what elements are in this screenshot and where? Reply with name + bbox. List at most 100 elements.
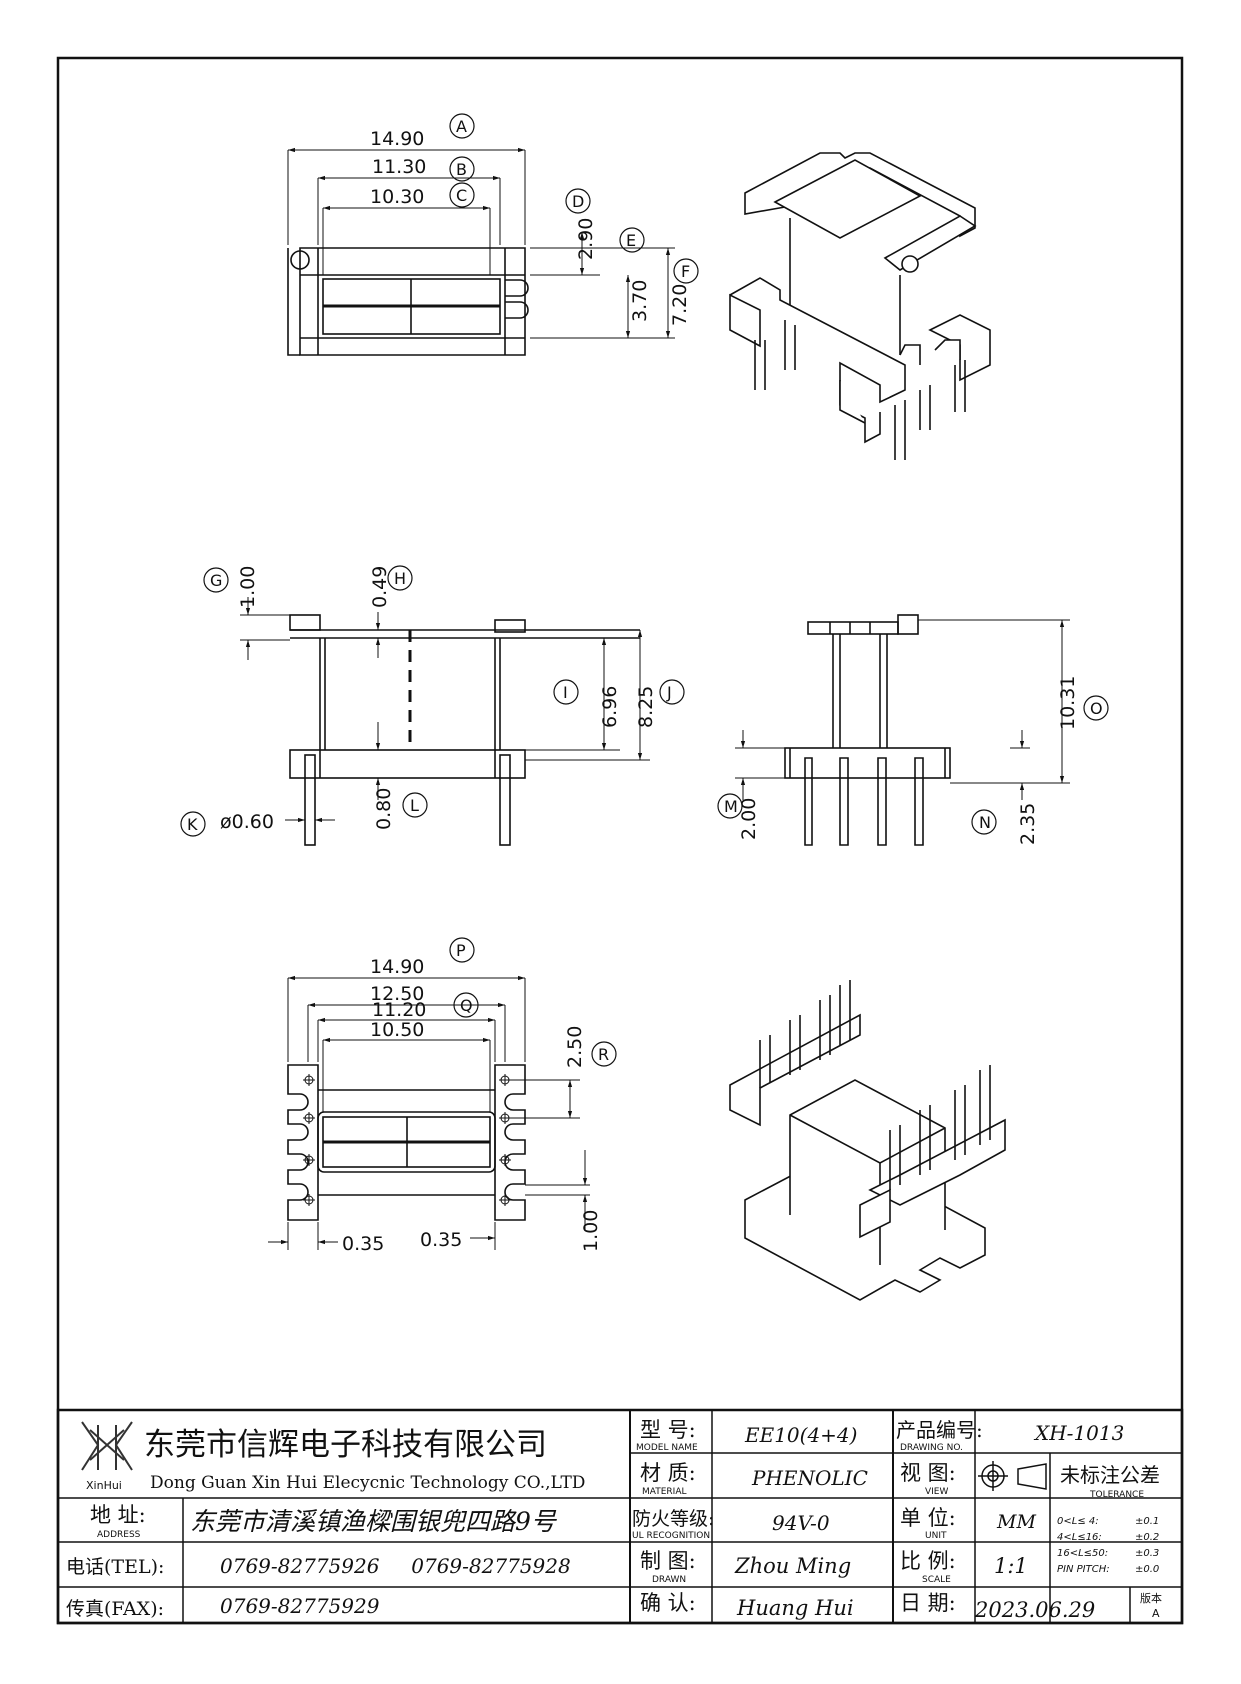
dim-h: 0.49	[369, 566, 391, 608]
address-value: 东莞市清溪镇渔樑围银兜四路9号	[190, 1507, 558, 1536]
tol-range-3: PIN PITCH:	[1057, 1564, 1110, 1575]
dim-q2: 11.20	[372, 999, 426, 1021]
dim-l: 0.80	[373, 788, 395, 830]
dim-d: 2.90	[575, 218, 597, 260]
dim-r: 2.50	[564, 1026, 586, 1068]
side-view	[735, 614, 1070, 846]
callout-q: Q	[460, 996, 473, 1015]
dim-e: 3.70	[629, 280, 651, 322]
tolerance-title: 未标注公差	[1060, 1463, 1160, 1487]
callout-c: C	[456, 186, 467, 205]
tolerance-title-en: TOLERANCE	[1089, 1490, 1144, 1500]
dim-n: 2.35	[1017, 803, 1039, 845]
address-label: 地 址:	[90, 1503, 146, 1527]
drawing-no-label: 产品编号:	[896, 1418, 983, 1442]
dim-f: 7.20	[669, 284, 691, 326]
view-label: 视 图:	[900, 1461, 956, 1485]
callout-b: B	[456, 160, 467, 179]
unit-label-en: UNIT	[925, 1531, 947, 1541]
drawing-no-value: XH-1013	[1033, 1421, 1124, 1445]
callout-e: E	[626, 231, 636, 250]
material-label: 材 质:	[640, 1461, 696, 1485]
scale-label-en: SCALE	[922, 1575, 951, 1585]
callouts-bottom	[449, 937, 617, 1067]
callouts-top	[449, 113, 699, 284]
dim-q: 12.50	[370, 983, 424, 1005]
callout-k: K	[187, 815, 198, 834]
tol-value-0: ±0.1	[1135, 1516, 1159, 1527]
dim-a: 14.90	[370, 128, 424, 150]
dim-q3: 10.50	[370, 1019, 424, 1041]
top-view	[287, 147, 675, 356]
dim-i: 6.96	[599, 686, 621, 728]
version-value: A	[1152, 1607, 1160, 1620]
fax-value: 0769-82775929	[220, 1594, 380, 1618]
model-label-en: MODEL NAME	[636, 1443, 698, 1453]
dim-c: 10.30	[370, 186, 424, 208]
callout-o: O	[1090, 699, 1103, 718]
callout-n: N	[979, 813, 991, 832]
tol-value-1: ±0.2	[1135, 1532, 1159, 1543]
material-value: PHENOLIC	[751, 1466, 868, 1490]
drawn-value: Zhou Ming	[734, 1554, 851, 1578]
material-label-en: MATERIAL	[642, 1487, 687, 1497]
callout-a: A	[456, 117, 467, 136]
title-block	[56, 1408, 1184, 1625]
fax-label: 传真(FAX):	[66, 1598, 164, 1620]
checked-value: Huang Hui	[736, 1596, 854, 1620]
model-label: 型 号:	[640, 1418, 696, 1442]
projection-symbol-icon	[978, 1461, 1047, 1491]
date-label: 日 期:	[900, 1591, 956, 1615]
isometric-view-bottom	[729, 980, 1006, 1301]
callout-p: P	[456, 941, 466, 960]
dim-g: 1.00	[237, 566, 259, 608]
callout-d: D	[572, 192, 584, 211]
view-label-en: VIEW	[925, 1487, 948, 1497]
isometric-view-top	[729, 152, 991, 460]
dim-m: 2.00	[738, 798, 760, 840]
fire-label: 防火等级:	[632, 1508, 714, 1530]
unit-value: MM	[996, 1511, 1036, 1533]
logo-text: XinHui	[86, 1479, 122, 1492]
tol-range-1: 4<L≤16:	[1057, 1532, 1102, 1543]
callout-f: F	[681, 262, 690, 281]
drawing-no-label-en: DRAWING NO.	[900, 1443, 963, 1453]
callouts-side	[717, 695, 1109, 835]
date-value: 2023.06.29	[974, 1598, 1095, 1622]
fire-value: 94V-0	[772, 1511, 830, 1535]
scale-value: 1:1	[994, 1554, 1028, 1578]
callout-r: R	[598, 1045, 609, 1064]
dim-t1: 0.35	[342, 1233, 384, 1255]
dim-t2: 0.35	[420, 1229, 462, 1251]
fire-label-en: UL RECOGNITION	[632, 1531, 710, 1541]
company-name-en: Dong Guan Xin Hui Elecycnic Technology C…	[150, 1473, 585, 1493]
check-label: 确 认:	[640, 1591, 696, 1615]
tolerance-table: 0<L≤ 4: ±0.1 4<L≤16: ±0.2 16<L≤50: ±0.3 …	[1057, 1516, 1159, 1575]
drawn-label: 制 图:	[640, 1549, 696, 1573]
tol-range-0: 0<L≤ 4:	[1057, 1516, 1099, 1527]
dim-b: 11.30	[372, 156, 426, 178]
callout-l: L	[410, 796, 419, 815]
scale-label: 比 例:	[900, 1549, 956, 1573]
version-label: 版本	[1140, 1591, 1162, 1605]
tol-value-2: ±0.3	[1135, 1548, 1159, 1559]
tol-range-2: 16<L≤50:	[1057, 1548, 1108, 1559]
company-name-cn: 东莞市信辉电子科技有限公司	[144, 1427, 547, 1463]
callouts-front	[180, 565, 685, 837]
front-view	[240, 597, 650, 846]
callout-m: M	[724, 797, 738, 816]
dim-s: 1.00	[580, 1210, 602, 1252]
company-logo	[81, 1421, 133, 1471]
drawn-label-en: DRAWN	[652, 1575, 686, 1585]
drawing-border	[56, 56, 1184, 1625]
callout-j: J	[666, 683, 672, 702]
callout-h: H	[394, 569, 406, 588]
tel-value: 0769-82775926 0769-82775928	[220, 1554, 571, 1578]
callout-g: G	[210, 571, 222, 590]
callout-i: I	[563, 683, 568, 702]
dim-p: 14.90	[370, 956, 424, 978]
address-label-en: ADDRESS	[97, 1530, 141, 1540]
model-value: EE10(4+4)	[744, 1423, 857, 1447]
dim-o: 10.31	[1057, 676, 1079, 730]
